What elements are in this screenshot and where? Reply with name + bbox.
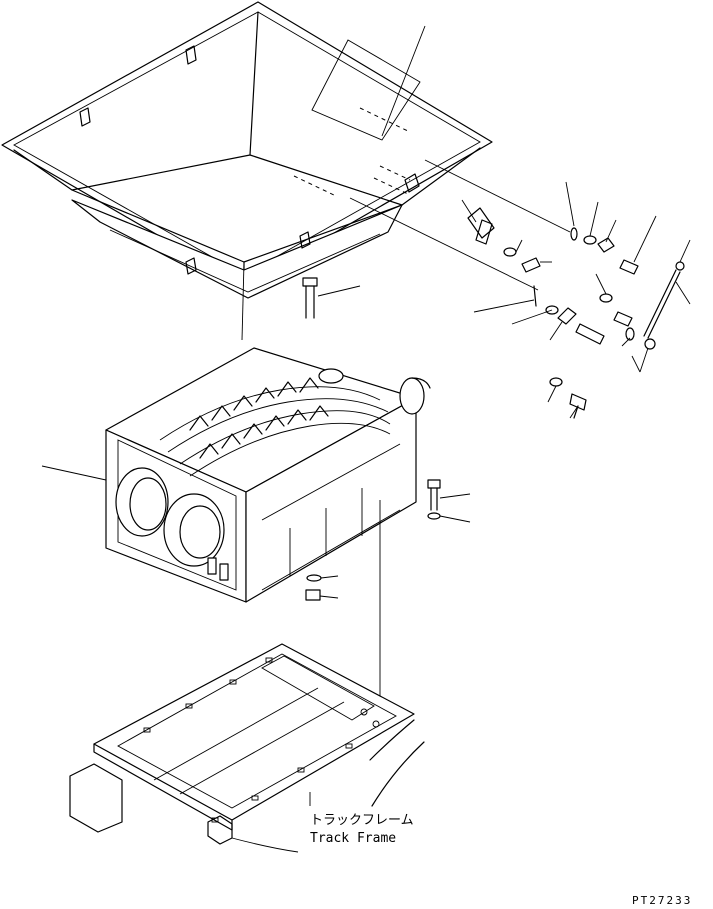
- track-frame-label-en: Track Frame: [310, 831, 396, 846]
- crusher-box: [41, 347, 471, 716]
- track-frame-label-jp: トラックフレーム: [310, 813, 414, 828]
- drawing-code: PT27233: [632, 894, 692, 907]
- hopper: [1, 1, 571, 341]
- linkage-parts: [461, 181, 691, 419]
- track-frame: [69, 643, 425, 853]
